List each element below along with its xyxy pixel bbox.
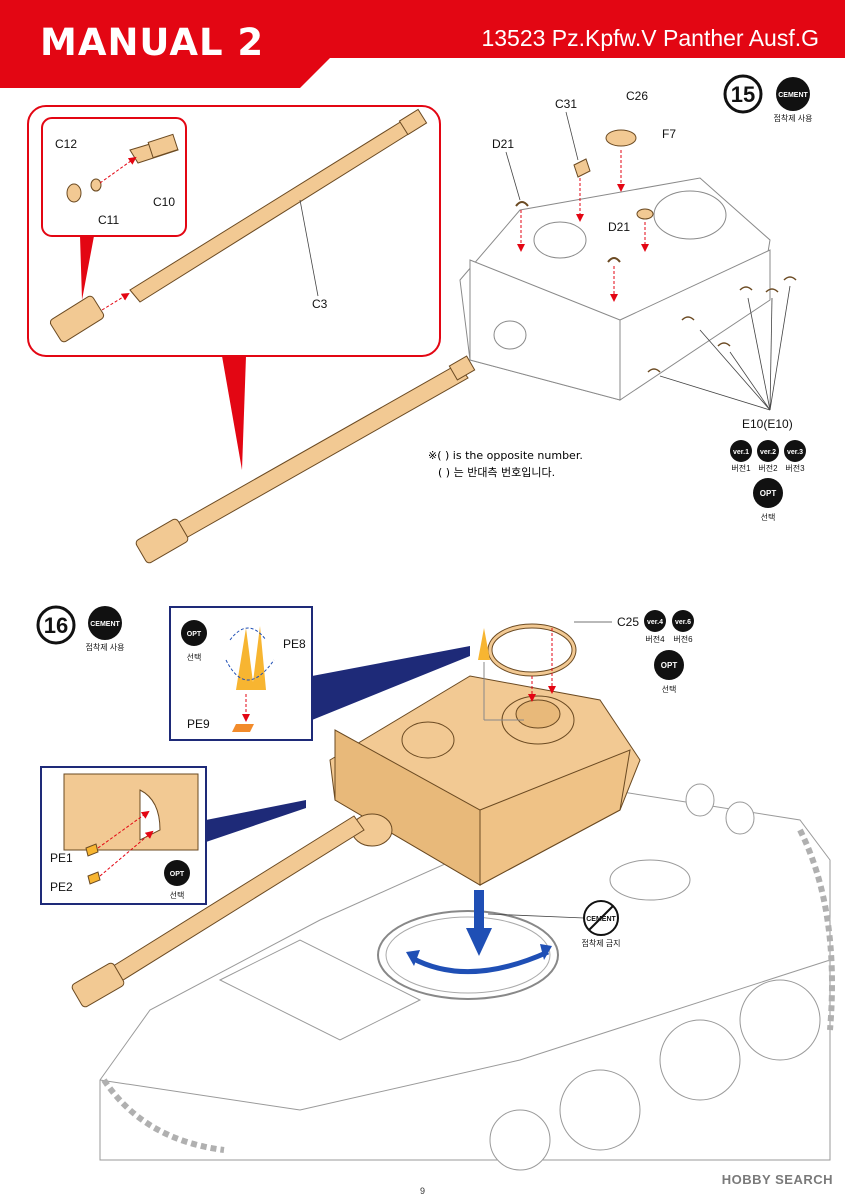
side-inset-pointer	[206, 800, 306, 842]
handles-e10	[647, 276, 797, 373]
kit-title: 13523 Pz.Kpfw.V Panther Ausf.G	[481, 25, 819, 51]
opt-label-15: OPT	[760, 489, 777, 498]
label-pe9: PE9	[187, 717, 210, 731]
muzzle-inset-pointer	[80, 236, 94, 300]
step-16-circle	[36, 605, 76, 645]
e10-leader-lines	[659, 285, 791, 411]
hull-outline	[99, 783, 831, 1171]
rotate-arrow-icon	[410, 949, 550, 975]
cement-icon-16	[88, 606, 122, 640]
label-pe8: PE8	[283, 637, 306, 651]
no-cement-label: CEMENT	[586, 916, 616, 923]
step-15-number: 15	[731, 82, 755, 107]
no-cement-caption: 접착제 금지	[581, 938, 620, 948]
ver4-badge: ver.4	[647, 619, 663, 626]
label-d21-b: D21	[608, 220, 630, 234]
ver2-badge: ver.2	[760, 449, 776, 456]
pe8-on-model	[478, 628, 524, 721]
label-c26: C26	[626, 89, 648, 103]
label-c3: C3	[312, 297, 328, 311]
opt-icon-15	[753, 478, 783, 508]
opt-caption-c25: 선택	[662, 684, 677, 694]
label-pe1: PE1	[50, 851, 73, 865]
label-c31: C31	[555, 97, 577, 111]
ver3-caption: 버전3	[785, 463, 805, 473]
ver4-icon	[644, 610, 666, 632]
cement-caption-15: 접착제 사용	[773, 113, 812, 123]
turret-tan-step16	[329, 675, 641, 886]
opt-icon-c25	[654, 650, 684, 680]
ver1-caption: 버전1	[731, 463, 751, 473]
drop-arrow-icon	[474, 890, 484, 930]
opt-icon-pe	[181, 620, 207, 646]
cement-label-16: CEMENT	[90, 621, 120, 628]
opposite-number-note: ※( ) is the opposite number.	[428, 449, 583, 462]
ver3-badge: ver.3	[787, 449, 803, 456]
header-tail	[0, 58, 330, 88]
pe8-part	[225, 626, 275, 732]
watermark: HOBBY SEARCH	[721, 1172, 833, 1187]
opt-icon-side	[164, 860, 190, 886]
header-band	[0, 0, 845, 58]
ver1-badge: ver.1	[733, 449, 749, 456]
callout-pointer	[222, 356, 246, 470]
opt-label-pe: OPT	[187, 631, 202, 638]
ver6-caption: 버전6	[673, 634, 693, 644]
ver2-caption: 버전2	[758, 463, 778, 473]
label-c12: C12	[55, 137, 77, 151]
opt-caption-pe: 선택	[187, 652, 202, 662]
hull-tracks	[101, 828, 835, 1153]
turret-ring	[377, 910, 559, 1000]
label-c25: C25	[617, 615, 639, 629]
cement-icon-15	[776, 77, 810, 111]
label-f7: F7	[662, 127, 676, 141]
opposite-number-note-kr: ( ) 는 반대측 번호입니다.	[438, 466, 555, 479]
label-c11: C11	[98, 213, 119, 227]
cement-caption-16: 접착제 사용	[85, 642, 124, 652]
label-d21-a: D21	[492, 137, 514, 151]
barrel-c3-exploded	[49, 108, 428, 343]
side-inset-detail	[63, 773, 199, 885]
label-c10: C10	[153, 195, 175, 209]
opt-label-c25: OPT	[661, 661, 678, 670]
opt-label-side: OPT	[170, 871, 185, 878]
manual-title: MANUAL 2	[40, 21, 265, 64]
cement-label-15: CEMENT	[778, 92, 808, 99]
ver6-icon	[672, 610, 694, 632]
step-16-number: 16	[44, 613, 68, 638]
pe-inset-pointer	[312, 646, 470, 720]
ver4-caption: 버전4	[645, 634, 665, 644]
part-c25	[487, 623, 577, 702]
label-pe2: PE2	[50, 880, 73, 894]
version-badges-15	[730, 440, 806, 462]
label-e10: E10(E10)	[742, 417, 793, 431]
opt-caption-side: 선택	[170, 890, 185, 900]
turret-outline-step15	[459, 177, 771, 401]
barrel-step16	[71, 815, 365, 1008]
page-number: 9	[419, 1186, 425, 1196]
step-15-circle	[723, 74, 763, 114]
turret-fittings-step15	[515, 129, 654, 302]
muzzle-brake-exploded	[66, 133, 179, 203]
ver6-badge: ver.6	[675, 619, 691, 626]
opt-caption-15: 선택	[761, 512, 776, 522]
